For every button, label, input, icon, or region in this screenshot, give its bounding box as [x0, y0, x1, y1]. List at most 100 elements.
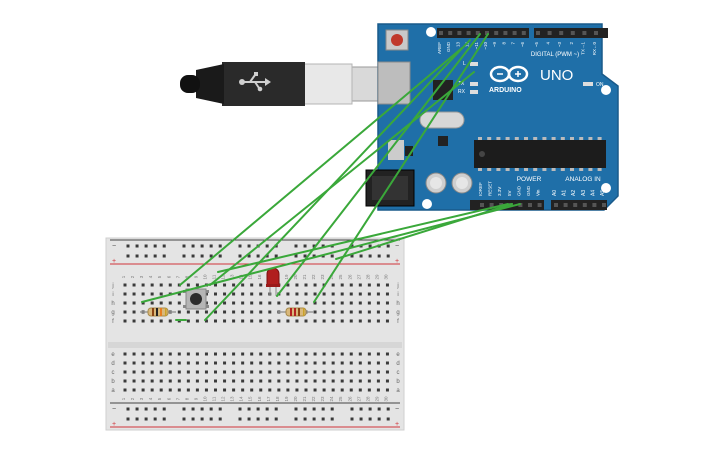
breadboard-hole[interactable] — [349, 310, 353, 314]
breadboard-hole[interactable] — [358, 319, 362, 323]
breadboard-hole[interactable] — [200, 244, 204, 248]
breadboard-hole[interactable] — [367, 388, 371, 392]
breadboard-hole[interactable] — [182, 407, 186, 411]
breadboard-hole[interactable] — [182, 417, 186, 421]
breadboard-hole[interactable] — [214, 301, 217, 305]
header-pin[interactable] — [439, 31, 443, 35]
breadboard-hole[interactable] — [259, 292, 263, 296]
header-pin[interactable] — [563, 203, 568, 207]
breadboard-hole[interactable] — [286, 319, 290, 323]
breadboard-hole[interactable] — [304, 388, 308, 392]
breadboard-hole[interactable] — [132, 388, 136, 392]
breadboard-hole[interactable] — [150, 292, 154, 296]
breadboard-hole[interactable] — [132, 352, 136, 356]
breadboard-hole[interactable] — [141, 319, 145, 323]
breadboard-hole[interactable] — [268, 388, 272, 392]
breadboard-hole[interactable] — [295, 292, 299, 296]
header-pin[interactable] — [594, 31, 598, 35]
breadboard-hole[interactable] — [303, 244, 307, 248]
breadboard-hole[interactable] — [250, 352, 254, 356]
breadboard-hole[interactable] — [286, 292, 290, 296]
breadboard-hole[interactable] — [295, 352, 299, 356]
breadboard-hole[interactable] — [250, 319, 254, 323]
breadboard-hole[interactable] — [162, 244, 166, 248]
breadboard-hole[interactable] — [191, 244, 195, 248]
breadboard-hole[interactable] — [268, 310, 272, 314]
breadboard-hole[interactable] — [186, 283, 190, 287]
breadboard-hole[interactable] — [277, 352, 281, 356]
breadboard-hole[interactable] — [313, 352, 317, 356]
breadboard-hole[interactable] — [238, 407, 242, 411]
header-pin[interactable] — [582, 203, 587, 207]
breadboard-hole[interactable] — [204, 361, 208, 365]
breadboard-hole[interactable] — [303, 407, 307, 411]
header-pin[interactable] — [547, 31, 552, 35]
breadboard-hole[interactable] — [349, 379, 353, 383]
breadboard-hole[interactable] — [223, 319, 227, 323]
breadboard-hole[interactable] — [303, 254, 307, 258]
breadboard-hole[interactable] — [150, 301, 154, 305]
breadboard-hole[interactable] — [376, 310, 380, 314]
breadboard-hole[interactable] — [218, 254, 222, 258]
header-pin[interactable] — [536, 31, 540, 35]
breadboard-hole[interactable] — [312, 244, 316, 248]
breadboard-hole[interactable] — [209, 254, 213, 258]
breadboard-hole[interactable] — [141, 352, 145, 356]
breadboard-hole[interactable] — [168, 283, 172, 287]
breadboard-hole[interactable] — [241, 310, 245, 314]
breadboard-hole[interactable] — [168, 301, 172, 305]
breadboard-hole[interactable] — [209, 244, 213, 248]
breadboard-hole[interactable] — [340, 310, 344, 314]
breadboard-hole[interactable] — [259, 379, 263, 383]
breadboard-hole[interactable] — [358, 301, 362, 305]
breadboard-hole[interactable] — [368, 244, 372, 248]
resistor-1[interactable] — [140, 307, 176, 317]
breadboard-hole[interactable] — [168, 319, 172, 323]
breadboard-hole[interactable] — [277, 319, 281, 323]
breadboard-hole[interactable] — [132, 370, 136, 374]
breadboard-hole[interactable] — [331, 292, 335, 296]
breadboard-hole[interactable] — [259, 301, 263, 305]
breadboard-hole[interactable] — [265, 254, 269, 258]
breadboard-hole[interactable] — [376, 283, 380, 287]
breadboard-hole[interactable] — [349, 388, 353, 392]
breadboard-hole[interactable] — [286, 352, 290, 356]
breadboard-hole[interactable] — [376, 370, 380, 374]
breadboard-hole[interactable] — [340, 361, 344, 365]
breadboard-hole[interactable] — [177, 352, 181, 356]
header-pin[interactable] — [528, 203, 532, 207]
breadboard-hole[interactable] — [232, 301, 236, 305]
breadboard-hole[interactable] — [340, 379, 344, 383]
breadboard-hole[interactable] — [223, 388, 227, 392]
wire[interactable] — [217, 203, 509, 273]
breadboard-hole[interactable] — [123, 292, 127, 296]
header-pin[interactable] — [559, 31, 564, 35]
breadboard-hole[interactable] — [162, 417, 166, 421]
breadboard-hole[interactable] — [385, 361, 389, 365]
breadboard-hole[interactable] — [250, 388, 254, 392]
breadboard-hole[interactable] — [159, 361, 163, 365]
breadboard-hole[interactable] — [304, 283, 308, 287]
breadboard-hole[interactable] — [200, 254, 204, 258]
breadboard-hole[interactable] — [349, 361, 353, 365]
breadboard-hole[interactable] — [358, 379, 362, 383]
breadboard-hole[interactable] — [159, 388, 163, 392]
breadboard-hole[interactable] — [141, 301, 145, 305]
breadboard-hole[interactable] — [177, 301, 181, 305]
breadboard-hole[interactable] — [241, 301, 245, 305]
breadboard-hole[interactable] — [204, 379, 208, 383]
breadboard-hole[interactable] — [195, 310, 199, 314]
breadboard-hole[interactable] — [232, 283, 236, 287]
breadboard-hole[interactable] — [214, 379, 217, 383]
breadboard-hole[interactable] — [350, 254, 354, 258]
breadboard-hole[interactable] — [123, 361, 127, 365]
breadboard-hole[interactable] — [123, 370, 127, 374]
breadboard-hole[interactable] — [132, 301, 136, 305]
breadboard-hole[interactable] — [186, 352, 190, 356]
breadboard-hole[interactable] — [162, 407, 166, 411]
breadboard-hole[interactable] — [350, 417, 354, 421]
breadboard-hole[interactable] — [295, 379, 299, 383]
breadboard-hole[interactable] — [250, 283, 254, 287]
breadboard-hole[interactable] — [358, 388, 362, 392]
breadboard-hole[interactable] — [123, 388, 127, 392]
